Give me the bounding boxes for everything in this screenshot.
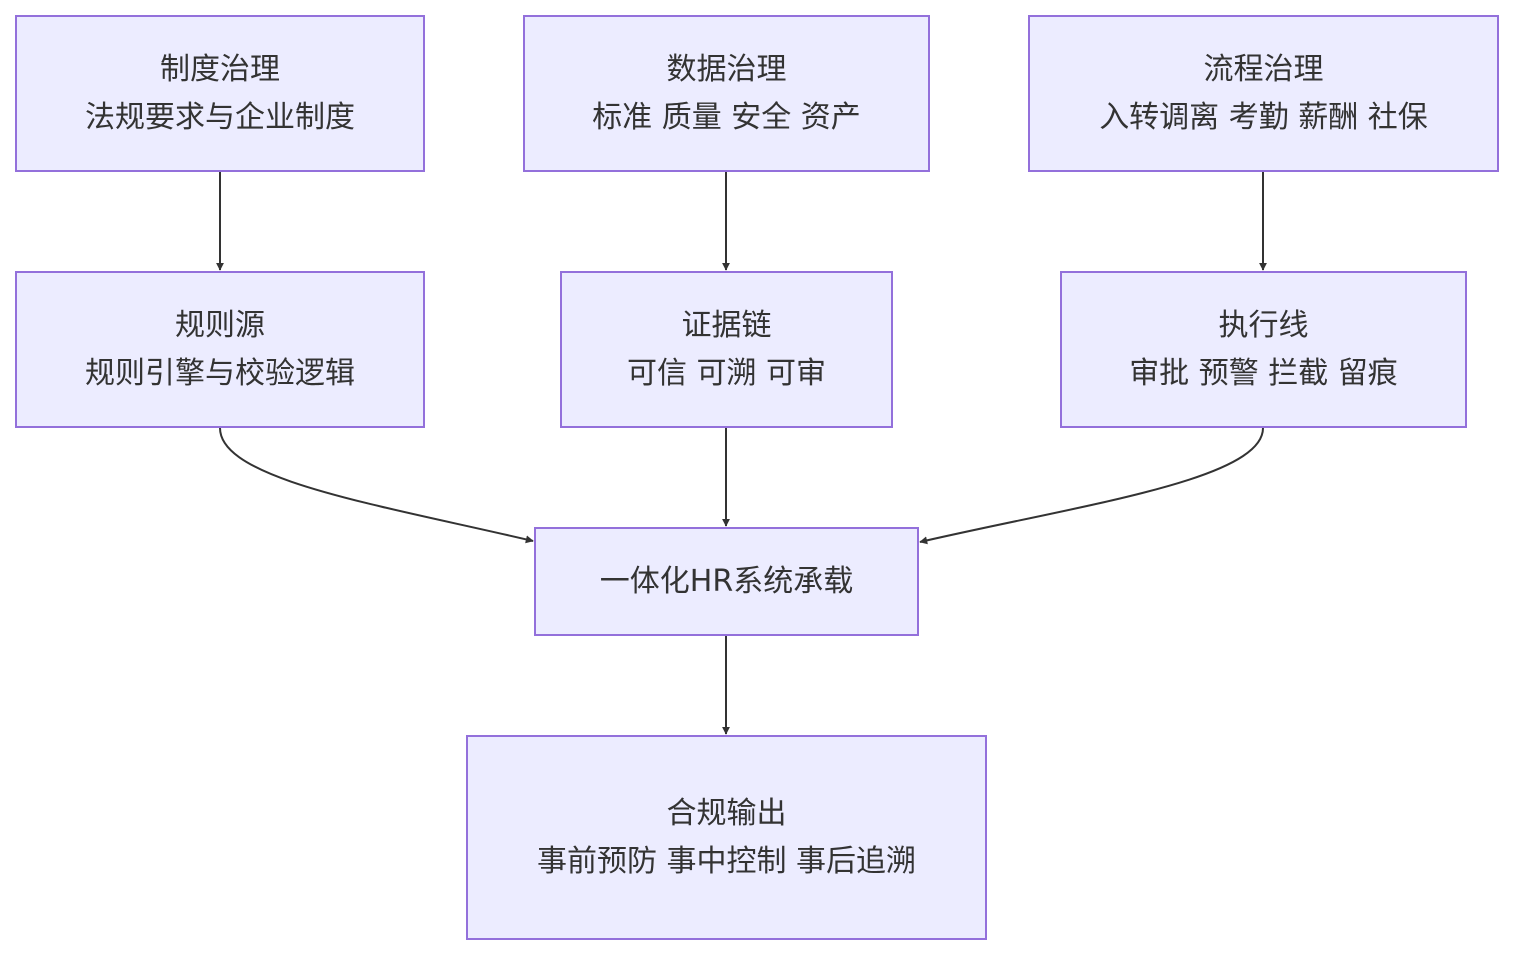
node-subtitle: 入转调离 考勤 薪酬 社保 — [1099, 99, 1428, 135]
node-title: 数据治理 — [666, 51, 787, 87]
node-subtitle: 事前预防 事中控制 事后追溯 — [536, 843, 917, 879]
edge-rules-to-hr-system — [219, 427, 534, 544]
node-subtitle: 审批 预警 拦截 留痕 — [1129, 355, 1398, 391]
node-title: 一体化HR系统承载 — [599, 563, 854, 599]
node-rule-source: 规则源 规则引擎与校验逻辑 — [15, 271, 425, 428]
node-subtitle: 法规要求与企业制度 — [85, 99, 355, 135]
node-subtitle: 规则引擎与校验逻辑 — [85, 355, 355, 391]
node-title: 执行线 — [1218, 307, 1309, 343]
node-compliance-output: 合规输出 事前预防 事中控制 事后追溯 — [466, 735, 987, 940]
node-data-governance: 数据治理 标准 质量 安全 资产 — [523, 15, 930, 172]
node-subtitle: 标准 质量 安全 资产 — [592, 99, 861, 135]
node-title: 证据链 — [681, 307, 772, 343]
node-title: 规则源 — [175, 307, 265, 343]
node-execution-line: 执行线 审批 预警 拦截 留痕 — [1060, 271, 1467, 428]
node-process-governance: 流程治理 入转调离 考勤 薪酬 社保 — [1028, 15, 1499, 172]
node-title: 制度治理 — [160, 51, 280, 87]
node-title: 合规输出 — [666, 795, 787, 831]
node-institution-governance: 制度治理 法规要求与企业制度 — [15, 15, 425, 172]
edge-execution-to-hr-system — [919, 427, 1264, 545]
node-subtitle: 可信 可溯 可审 — [626, 355, 827, 391]
node-hr-system: 一体化HR系统承载 — [534, 527, 919, 636]
node-title: 流程治理 — [1203, 51, 1324, 87]
node-evidence-chain: 证据链 可信 可溯 可审 — [560, 271, 893, 428]
